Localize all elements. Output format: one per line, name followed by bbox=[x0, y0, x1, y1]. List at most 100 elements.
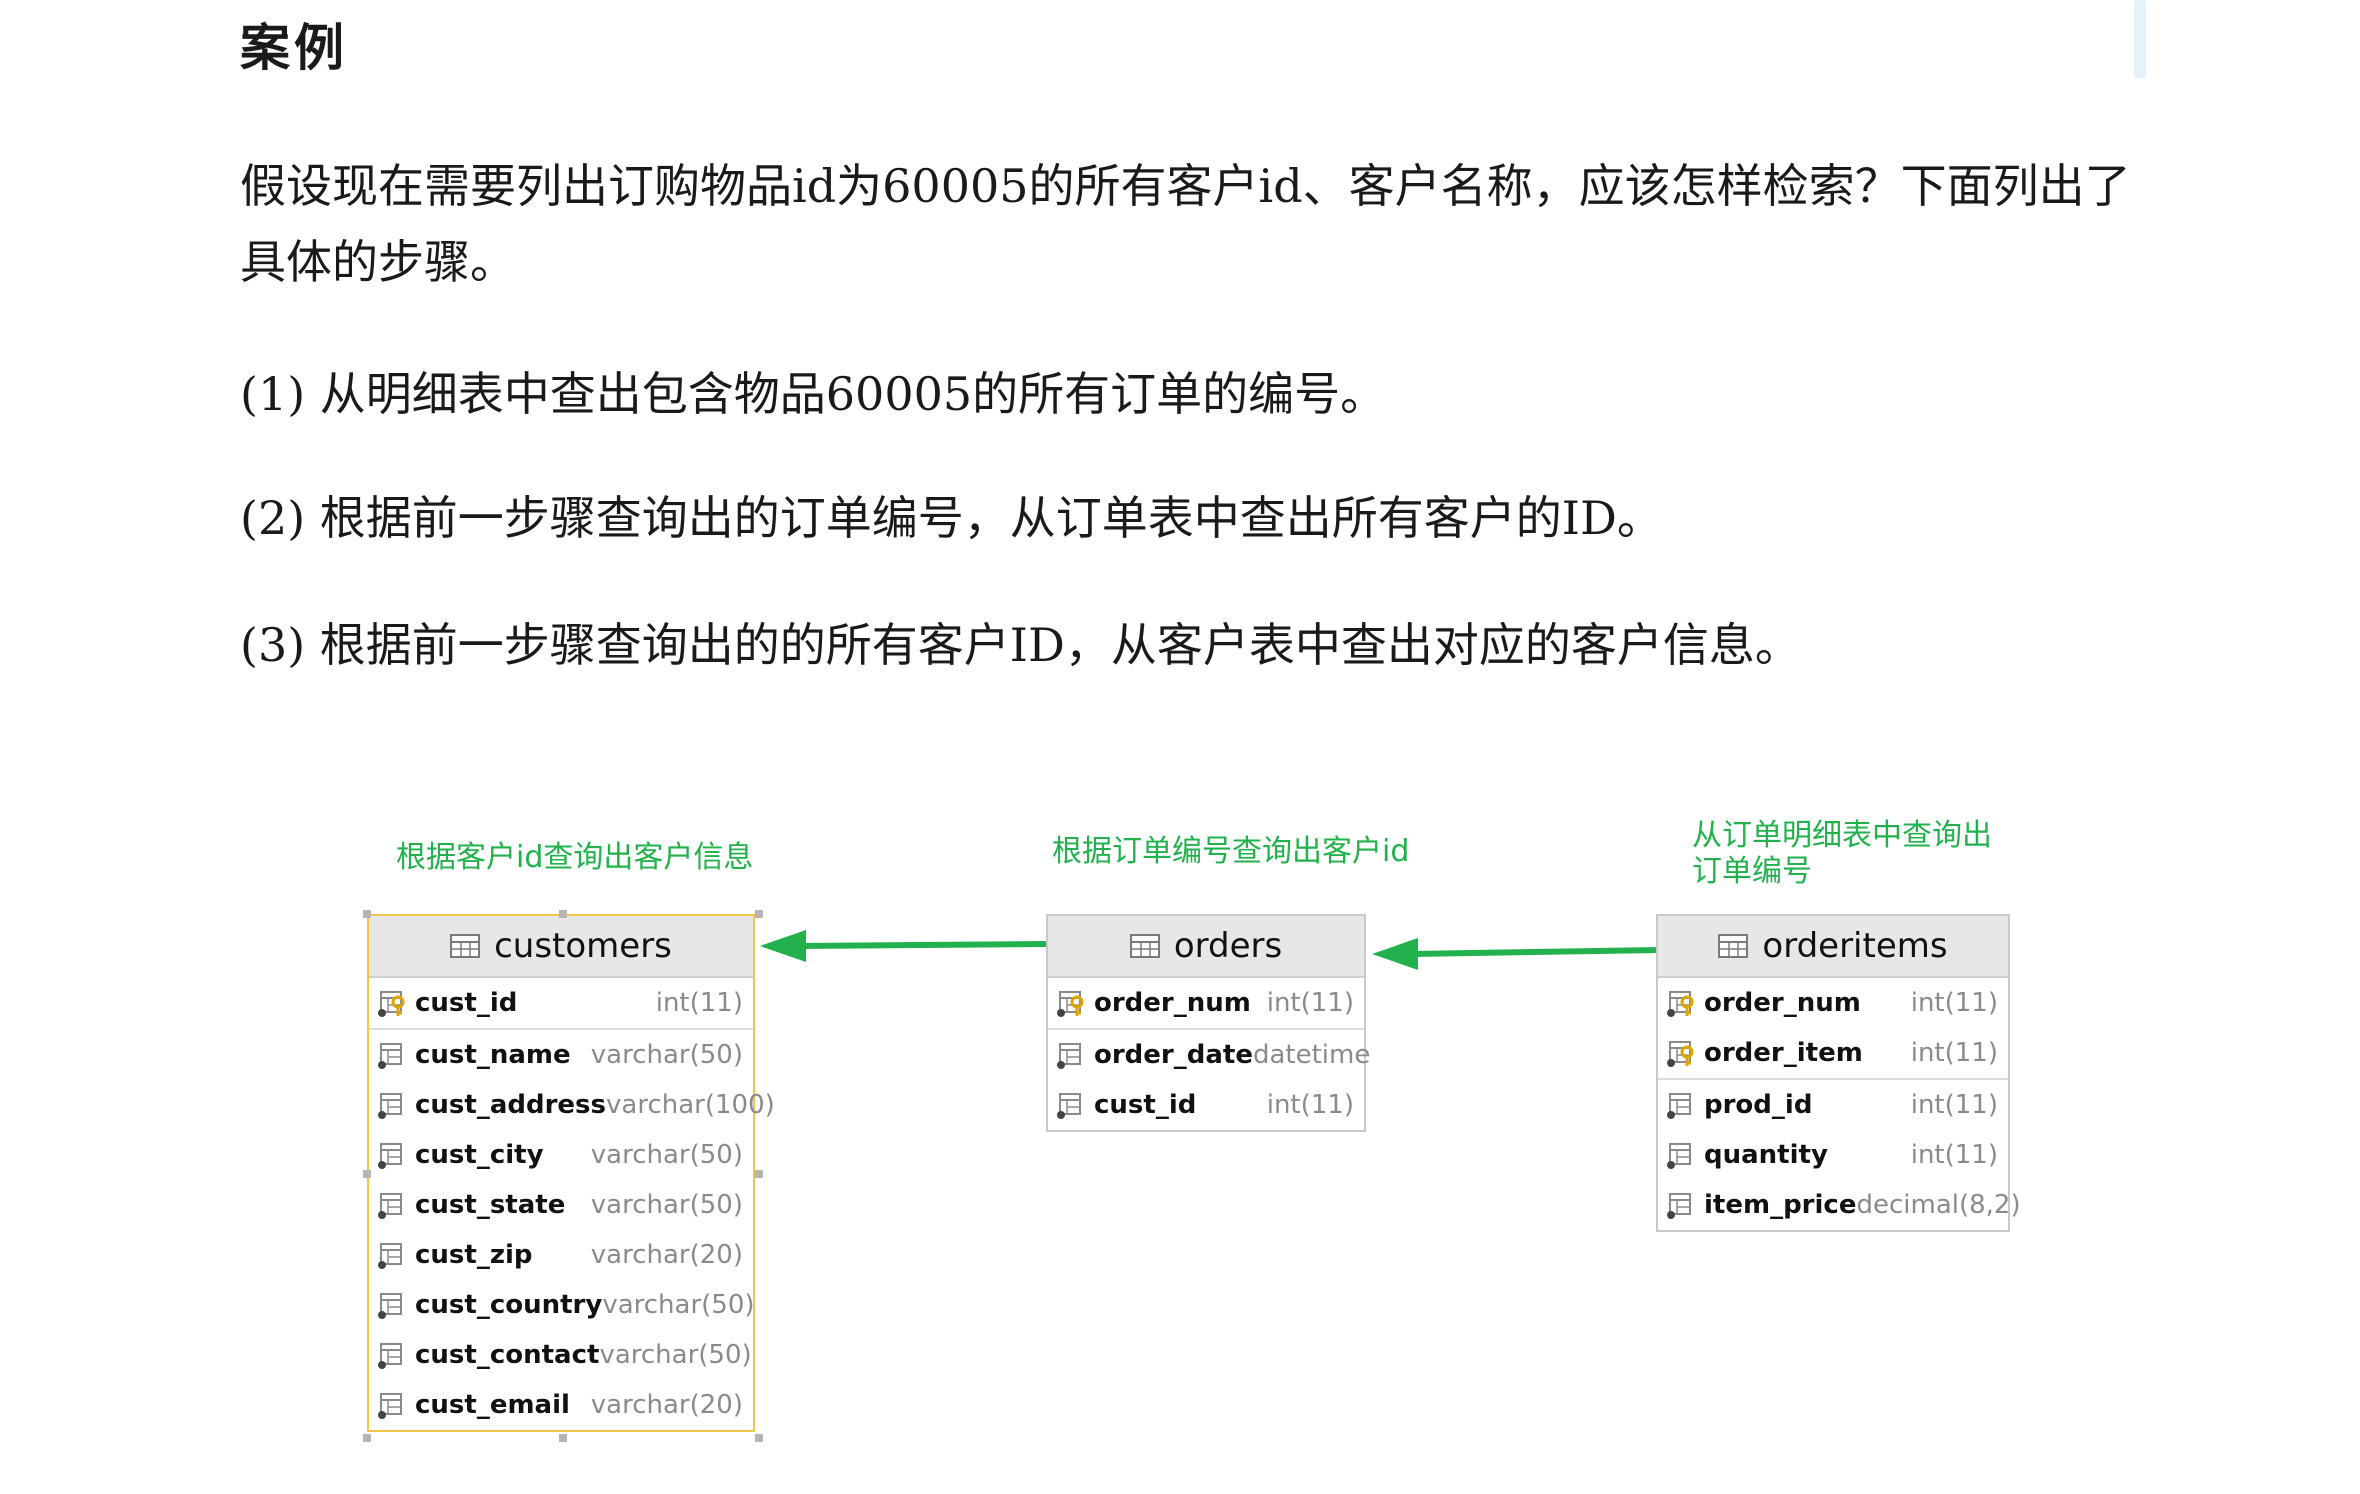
table-name: orderitems bbox=[1762, 926, 1948, 966]
primary-key-icon bbox=[1667, 1041, 1694, 1067]
table-icon bbox=[450, 934, 481, 958]
resize-handle[interactable] bbox=[755, 910, 763, 918]
resize-handle[interactable] bbox=[559, 910, 567, 918]
column-name: quantity bbox=[1704, 1140, 1828, 1170]
resize-handle[interactable] bbox=[755, 1434, 763, 1442]
column-icon bbox=[378, 1293, 402, 1319]
primary-key-icon bbox=[378, 991, 405, 1017]
resize-handle[interactable] bbox=[363, 910, 371, 918]
column-row[interactable]: cust_zip varchar(20) bbox=[369, 1230, 753, 1280]
column-name: order_date bbox=[1094, 1040, 1253, 1070]
column-row[interactable]: cust_state varchar(50) bbox=[369, 1180, 753, 1230]
column-name: item_price bbox=[1704, 1190, 1857, 1220]
column-type: int(11) bbox=[1910, 1140, 1998, 1170]
annotation-orderitems: 从订单明细表中查询出订单编号 bbox=[1692, 818, 1992, 889]
table-header[interactable]: orderitems bbox=[1658, 916, 2008, 978]
column-icon bbox=[378, 1143, 402, 1169]
intro-paragraph: 假设现在需要列出订购物品id为60005的所有客户id、客户名称，应该怎样检索？… bbox=[240, 159, 2131, 289]
primary-key-icon bbox=[1057, 991, 1084, 1017]
column-row[interactable]: cust_id int(11) bbox=[369, 978, 753, 1030]
resize-handle[interactable] bbox=[363, 1170, 371, 1178]
column-type: varchar(50) bbox=[599, 1340, 752, 1370]
column-name: cust_id bbox=[415, 988, 518, 1018]
column-icon bbox=[378, 1193, 402, 1219]
column-name: prod_id bbox=[1704, 1090, 1813, 1120]
column-row[interactable]: prod_id int(11) bbox=[1658, 1080, 2008, 1130]
column-icon bbox=[1667, 1143, 1691, 1169]
column-name: cust_country bbox=[415, 1290, 603, 1320]
column-name: order_num bbox=[1704, 988, 1861, 1018]
resize-handle[interactable] bbox=[363, 1434, 371, 1442]
primary-key-icon bbox=[1667, 991, 1694, 1017]
column-type: datetime bbox=[1252, 1040, 1371, 1070]
arrow-orderitems-to-orders bbox=[1372, 938, 1657, 970]
column-icon bbox=[1667, 1093, 1691, 1119]
annotation-orders: 根据订单编号查询出客户id bbox=[1052, 834, 1410, 869]
column-icon bbox=[378, 1393, 402, 1419]
section-heading: 案例 bbox=[240, 18, 348, 77]
column-row[interactable]: order_item int(11) bbox=[1658, 1028, 2008, 1080]
column-type: int(11) bbox=[1910, 1038, 1998, 1068]
column-type: int(11) bbox=[1910, 988, 1998, 1018]
column-icon bbox=[378, 1343, 402, 1369]
column-type: varchar(20) bbox=[590, 1240, 743, 1270]
column-type: varchar(50) bbox=[590, 1040, 743, 1070]
table-header[interactable]: orders bbox=[1048, 916, 1364, 978]
column-row[interactable]: quantity int(11) bbox=[1658, 1130, 2008, 1180]
column-name: cust_city bbox=[415, 1140, 544, 1170]
table-name: orders bbox=[1173, 926, 1283, 966]
column-name: cust_contact bbox=[415, 1340, 600, 1370]
column-icon bbox=[1667, 1193, 1691, 1219]
arrow-orders-to-customers bbox=[760, 930, 1047, 962]
column-type: varchar(100) bbox=[606, 1090, 775, 1120]
column-icon bbox=[378, 1043, 402, 1069]
scroll-indicator[interactable] bbox=[2134, 0, 2146, 78]
resize-handle[interactable] bbox=[559, 1434, 567, 1442]
column-type: int(11) bbox=[1910, 1090, 1998, 1120]
table-icon bbox=[1129, 934, 1160, 958]
column-row[interactable]: cust_city varchar(50) bbox=[369, 1130, 753, 1180]
step-1-paragraph: (1) 从明细表中查出包含物品60005的所有订单的编号。 bbox=[240, 367, 1387, 421]
column-name: order_num bbox=[1094, 988, 1251, 1018]
column-name: cust_id bbox=[1094, 1090, 1197, 1120]
column-type: varchar(20) bbox=[590, 1390, 743, 1420]
column-type: int(11) bbox=[1266, 988, 1354, 1018]
column-type: int(11) bbox=[1266, 1090, 1354, 1120]
table-header[interactable]: customers bbox=[369, 916, 753, 978]
column-row[interactable]: cust_email varchar(20) bbox=[369, 1380, 753, 1430]
table-name: customers bbox=[494, 926, 672, 966]
column-type: int(11) bbox=[655, 988, 743, 1018]
resize-handle[interactable] bbox=[755, 1170, 763, 1178]
column-type: varchar(50) bbox=[590, 1190, 743, 1220]
column-name: order_item bbox=[1704, 1038, 1863, 1068]
column-icon bbox=[1057, 1043, 1081, 1069]
column-row[interactable]: order_num int(11) bbox=[1048, 978, 1364, 1030]
step-2-paragraph: (2) 根据前一步骤查询出的订单编号，从订单表中查出所有客户的ID。 bbox=[240, 491, 1663, 545]
column-type: varchar(50) bbox=[590, 1140, 743, 1170]
column-icon bbox=[378, 1243, 402, 1269]
table-icon bbox=[1718, 934, 1749, 958]
column-icon bbox=[378, 1093, 402, 1119]
column-row[interactable]: cust_name varchar(50) bbox=[369, 1030, 753, 1080]
column-name: cust_email bbox=[415, 1390, 570, 1420]
column-name: cust_zip bbox=[415, 1240, 533, 1270]
column-name: cust_name bbox=[415, 1040, 571, 1070]
column-row[interactable]: cust_id int(11) bbox=[1048, 1080, 1364, 1130]
column-name: cust_state bbox=[415, 1190, 566, 1220]
step-3-paragraph: (3) 根据前一步骤查询出的的所有客户ID，从客户表中查出对应的客户信息。 bbox=[240, 618, 1801, 672]
column-type: decimal(8,2) bbox=[1856, 1190, 2021, 1220]
column-type: varchar(50) bbox=[602, 1290, 755, 1320]
column-name: cust_address bbox=[415, 1090, 607, 1120]
column-row[interactable]: order_num int(11) bbox=[1658, 978, 2008, 1028]
column-icon bbox=[1057, 1093, 1081, 1119]
annotation-customers: 根据客户id查询出客户信息 bbox=[396, 840, 754, 875]
